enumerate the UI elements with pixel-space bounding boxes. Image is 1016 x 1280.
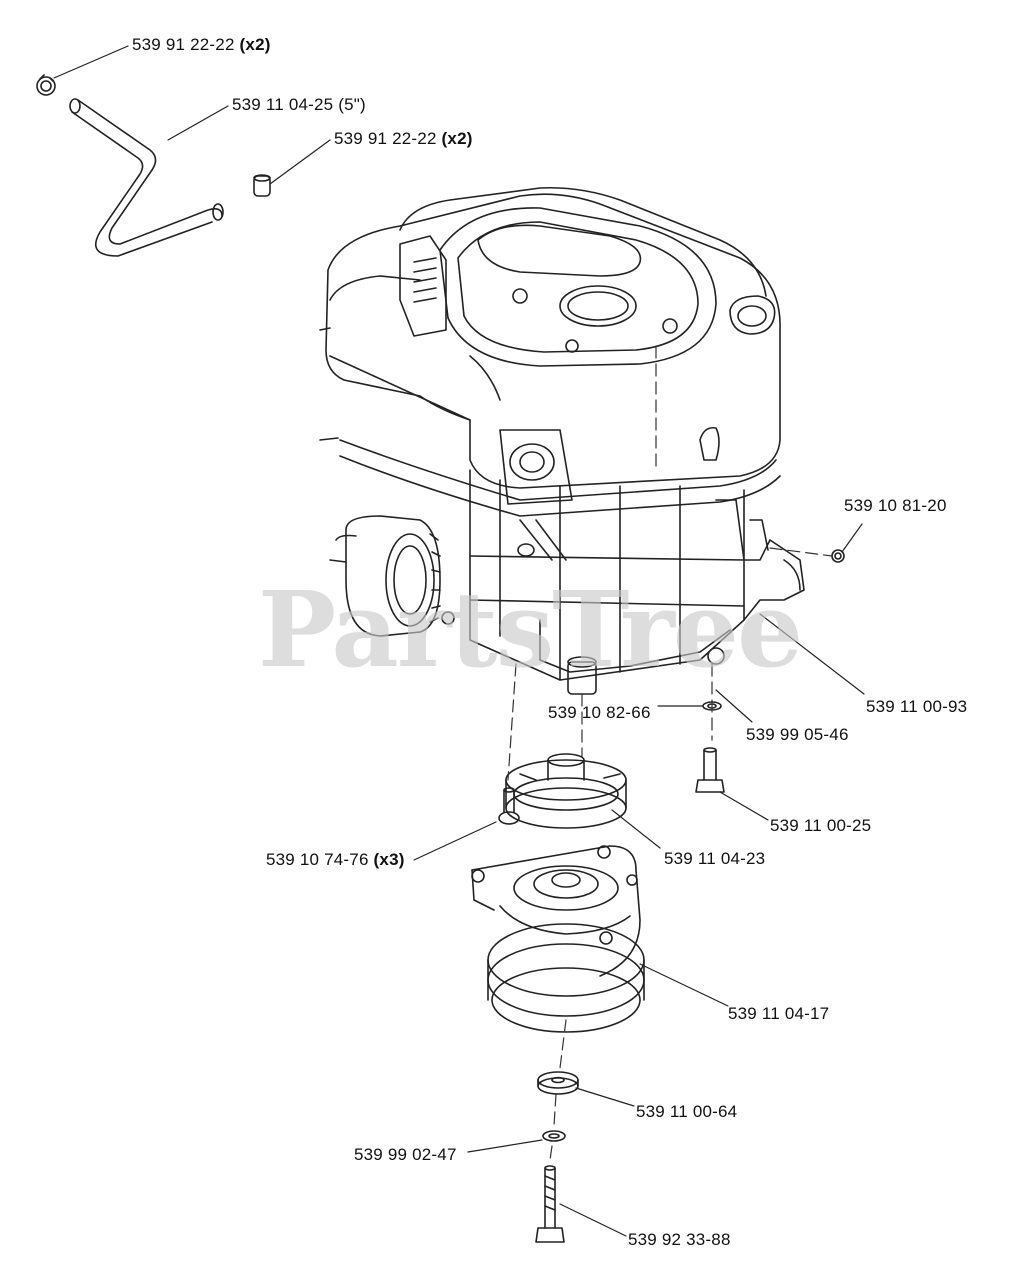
part-label-pulley[interactable]: 539 11 04-23 bbox=[664, 850, 765, 867]
part-label-fuel-hose[interactable]: 539 11 04-25 (5") bbox=[232, 96, 366, 113]
spacer[interactable] bbox=[537, 1071, 579, 1095]
assembly-axes bbox=[507, 345, 833, 1161]
pulley[interactable] bbox=[505, 753, 627, 829]
part-quantity: (x2) bbox=[239, 35, 271, 54]
leader-lines bbox=[53, 45, 865, 1237]
part-number: 539 10 82-66 bbox=[548, 703, 651, 722]
part-label-washer-small[interactable]: 539 99 05-46 bbox=[746, 726, 849, 743]
part-label-bolt-bottom[interactable]: 539 92 33-88 bbox=[628, 1231, 731, 1248]
part-number: 539 11 04-25 (5") bbox=[232, 95, 366, 114]
part-label-hose-clamp-right[interactable]: 539 91 22-22 (x2) bbox=[334, 130, 473, 147]
electric-clutch[interactable] bbox=[471, 845, 645, 1033]
bolt-left[interactable] bbox=[498, 787, 520, 825]
lock-washer[interactable] bbox=[542, 1130, 566, 1142]
part-label-lock-nut[interactable]: 539 10 81-20 bbox=[844, 497, 947, 514]
part-number: 539 99 02-47 bbox=[354, 1145, 457, 1164]
part-quantity: (x2) bbox=[441, 129, 473, 148]
engine-assembly[interactable] bbox=[319, 186, 805, 695]
part-number: 539 99 05-46 bbox=[746, 725, 849, 744]
bolt-right[interactable] bbox=[695, 747, 725, 793]
bolt-bottom[interactable] bbox=[535, 1165, 565, 1243]
part-label-lock-washer[interactable]: 539 99 02-47 bbox=[354, 1146, 457, 1163]
part-number: 539 11 00-25 bbox=[770, 816, 872, 835]
part-label-electric-clutch[interactable]: 539 11 04-17 bbox=[728, 1005, 829, 1022]
part-number: 539 92 33-88 bbox=[628, 1230, 731, 1249]
part-label-hose-clamp-left[interactable]: 539 91 22-22 (x2) bbox=[132, 36, 271, 53]
hose-clamp-left[interactable] bbox=[36, 74, 56, 96]
part-number: 539 91 22-22 bbox=[132, 35, 235, 54]
part-number: 539 11 00-64 bbox=[636, 1102, 738, 1121]
part-number: 539 91 22-22 bbox=[334, 129, 437, 148]
part-label-539-10-82-66[interactable]: 539 10 82-66 bbox=[548, 704, 651, 721]
part-number: 539 11 00-93 bbox=[866, 697, 968, 716]
part-label-539-11-00-93[interactable]: 539 11 00-93 bbox=[866, 698, 967, 715]
fuel-hose[interactable] bbox=[69, 98, 224, 257]
part-quantity: (x3) bbox=[373, 850, 405, 869]
hose-clamp-right[interactable] bbox=[253, 174, 271, 197]
part-number: 539 10 74-76 bbox=[266, 850, 369, 869]
part-label-spacer[interactable]: 539 11 00-64 bbox=[636, 1103, 737, 1120]
part-number: 539 11 04-17 bbox=[728, 1004, 830, 1023]
part-label-bolt-right[interactable]: 539 11 00-25 bbox=[770, 817, 871, 834]
part-label-bolt-left[interactable]: 539 10 74-76 (x3) bbox=[266, 851, 405, 868]
part-number: 539 11 04-23 bbox=[664, 849, 766, 868]
part-number: 539 10 81-20 bbox=[844, 496, 947, 515]
